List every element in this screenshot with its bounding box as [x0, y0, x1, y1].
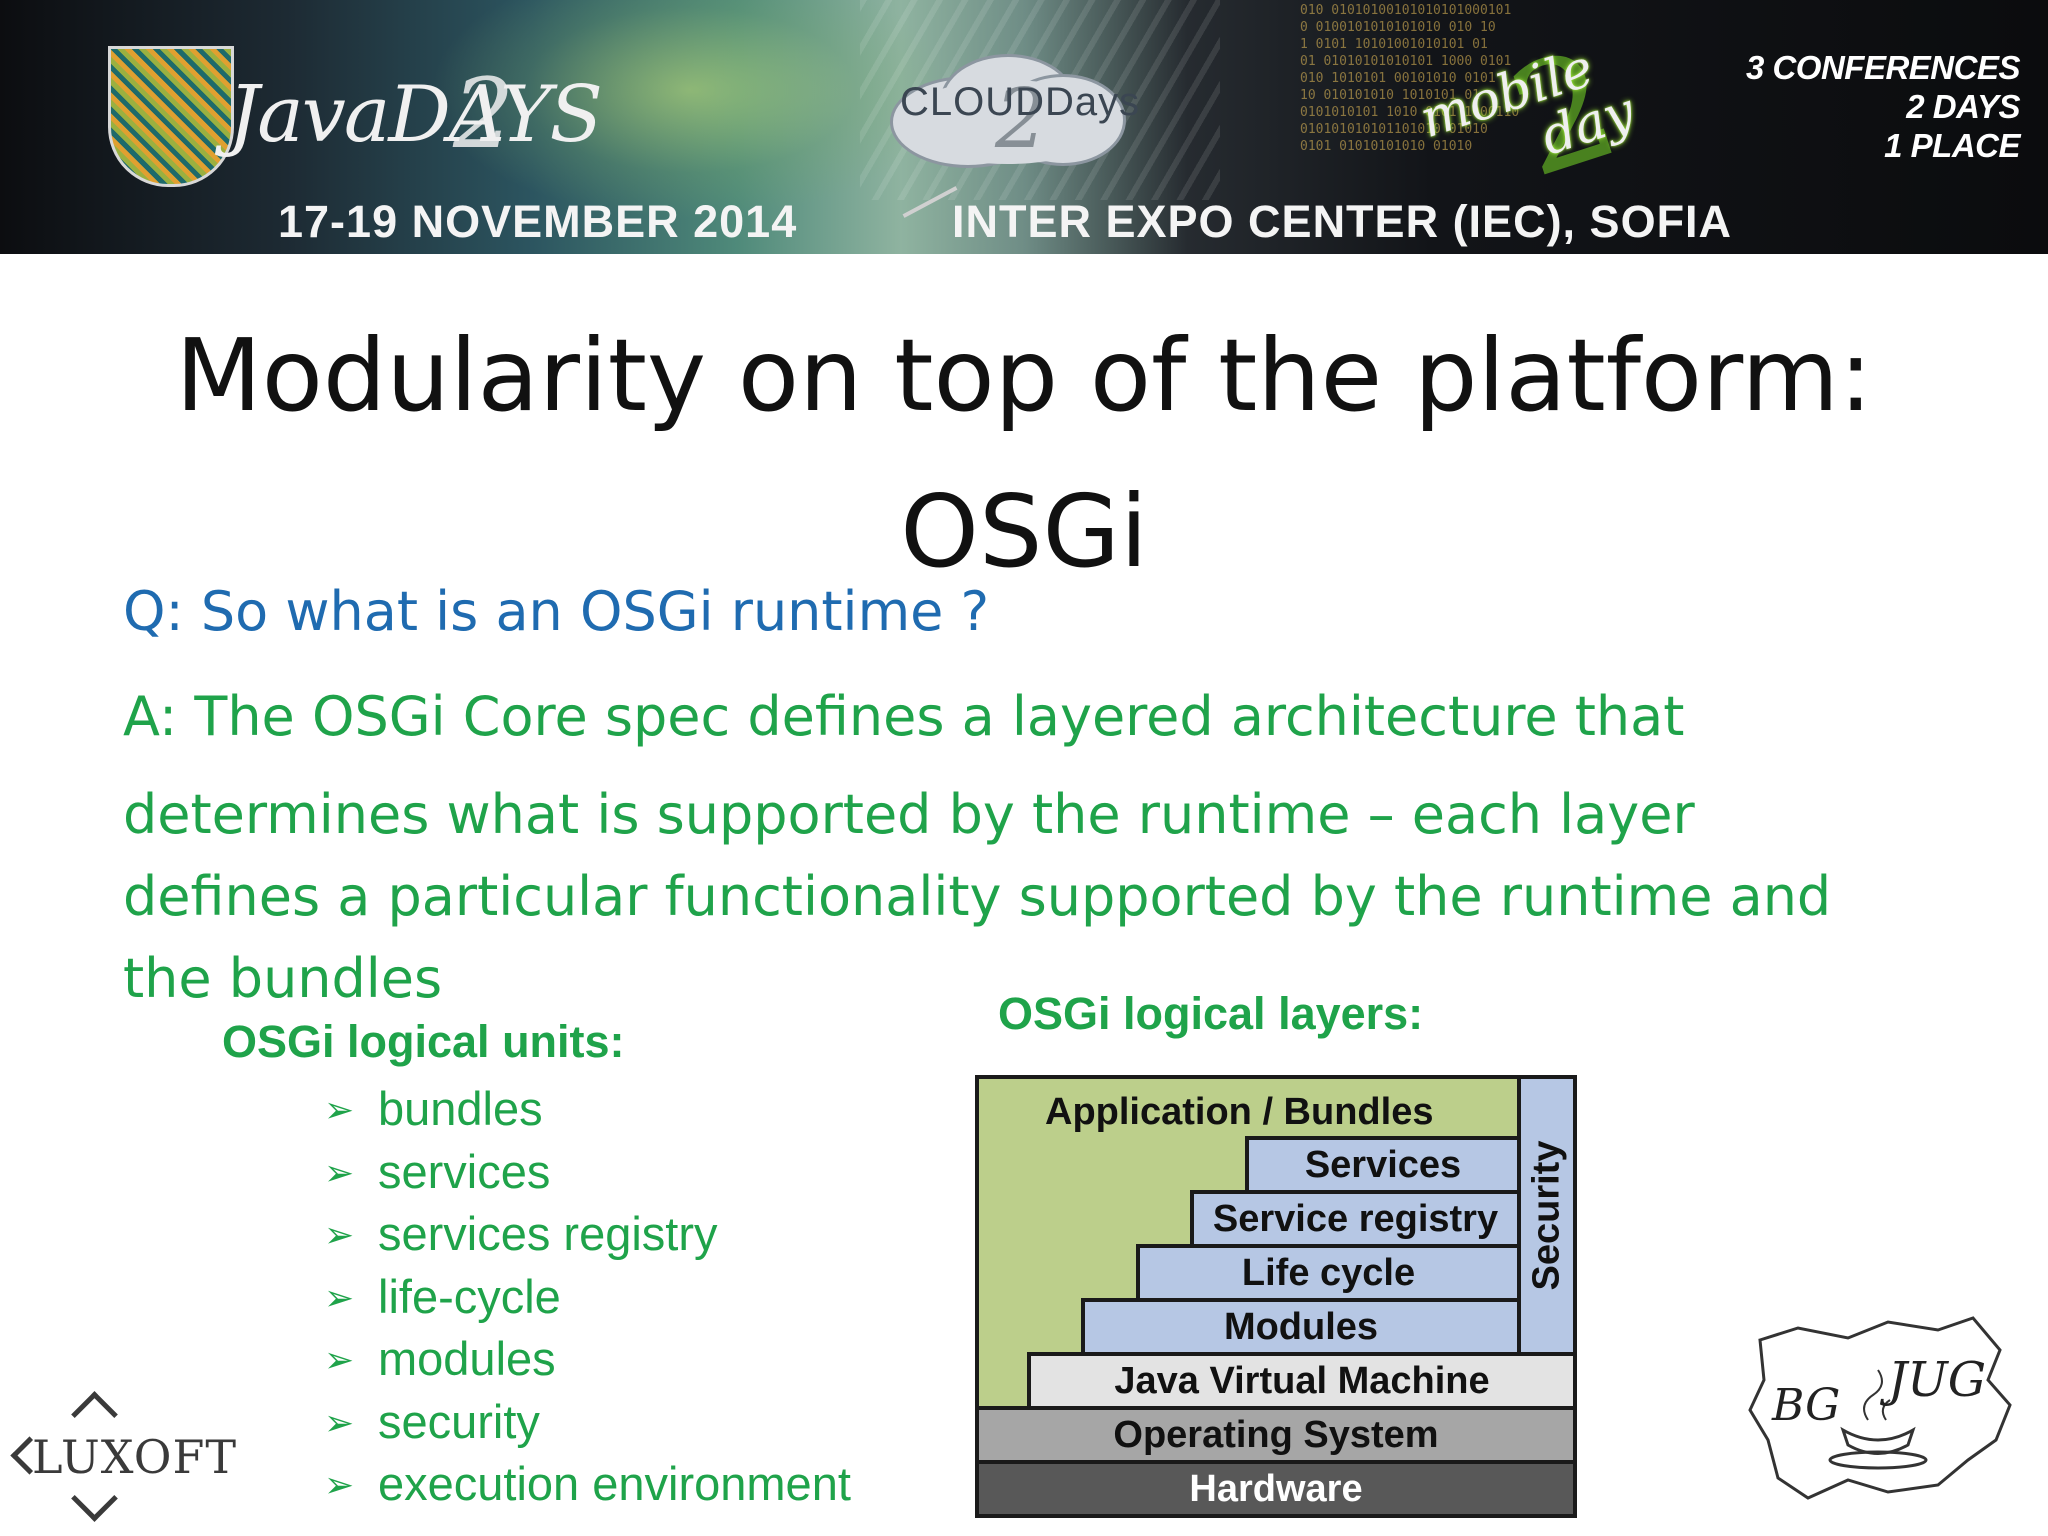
tagline-days: 2 DAYS [1906, 88, 2020, 125]
layer-application-label: Application / Bundles [1045, 1091, 1434, 1133]
list-item: ➢ life-cycle [324, 1266, 851, 1329]
list-item-label: security [378, 1394, 540, 1448]
list-item: ➢ security [324, 1391, 851, 1454]
list-item: ➢ services [324, 1141, 851, 1204]
bgjug-jug-text: JUG [1888, 1352, 1987, 1408]
list-item: ➢ execution environment [324, 1453, 851, 1516]
arrow-bullet-icon: ➢ [324, 1401, 355, 1443]
layer-security: Security [1517, 1075, 1577, 1356]
layer-security-label: Security [1525, 1140, 1568, 1291]
arrow-bullet-icon: ➢ [324, 1089, 355, 1130]
layer-modules: Modules [1081, 1298, 1521, 1356]
banner-venue: INTER EXPO CENTER (IEC), SOFIA [952, 196, 1733, 247]
java-days-two: 2 [453, 58, 515, 170]
question-text: Q: So what is an OSGi runtime ? [123, 580, 990, 643]
cloud-days-two: 2 [995, 72, 1048, 167]
list-item: ➢ modules [324, 1328, 851, 1391]
layer-jvm-label: Java Virtual Machine [1114, 1359, 1490, 1402]
slide-title-line-1: Modularity on top of the platform: [175, 317, 1873, 434]
layer-life-cycle-label: Life cycle [1241, 1251, 1416, 1294]
list-item-label: bundles [378, 1082, 543, 1135]
units-heading: OSGi logical units: [222, 1016, 625, 1067]
luxoft-logo: LUXOFT [10, 1390, 254, 1522]
answer-line-4: the bundles [123, 947, 443, 1010]
list-item-label: services [378, 1144, 551, 1198]
layer-jvm: Java Virtual Machine [1027, 1352, 1577, 1410]
layer-service-registry: Service registry [1190, 1190, 1521, 1248]
answer-line-2: determines what is supported by the runt… [123, 783, 1695, 846]
bgjug-logo: BG JUG [1738, 1310, 2018, 1510]
java-days-wordmark: JavaDAYS [228, 70, 603, 160]
layer-hardware: Hardware [975, 1460, 1577, 1518]
bgjug-bg-text: BG [1772, 1380, 1841, 1431]
conference-tagline: 3 CONFERENCES 2 DAYS 1 PLACE [1745, 48, 2021, 165]
luxoft-wordmark: LUXOFT [32, 1430, 238, 1484]
list-item: ➢ services registry [324, 1203, 851, 1266]
banner-binary-pattern: 010 01010100101010101000101 0 0100101010… [1300, 3, 1520, 154]
arrow-bullet-icon: ➢ [324, 1151, 355, 1193]
list-item: ➢ bundles [324, 1078, 851, 1141]
cloud-days-wordmark: CLOUDDays [900, 80, 1141, 124]
layer-life-cycle: Life cycle [1136, 1244, 1521, 1302]
layer-operating-system: Operating System [975, 1406, 1577, 1464]
java-days-logo: JavaDAYS 2 [108, 40, 648, 190]
layer-services: Services [1245, 1136, 1521, 1194]
cloud-days-logo: 2 CLOUDDays [880, 50, 1139, 170]
arrow-bullet-icon: ➢ [324, 1276, 355, 1318]
list-item-label: services registry [378, 1207, 718, 1260]
tagline-conferences: 3 CONFERENCES [1745, 49, 2021, 86]
list-item-label: execution environment [378, 1457, 851, 1510]
arrow-bullet-icon: ➢ [324, 1464, 355, 1505]
layer-hardware-label: Hardware [1189, 1467, 1363, 1510]
layer-services-label: Services [1304, 1143, 1462, 1186]
arrow-bullet-icon: ➢ [324, 1214, 355, 1255]
answer-line-3: defines a particular functionality suppo… [123, 865, 1832, 928]
slide-title-line-2: OSGi [900, 473, 1148, 590]
slide-title: Modularity on top of the platform: OSGi [0, 298, 2048, 610]
banner-glow [430, 0, 950, 220]
banner-date: 17-19 NOVEMBER 2014 [278, 196, 798, 247]
layer-modules-label: Modules [1223, 1305, 1379, 1348]
arrow-bullet-icon: ➢ [324, 1339, 355, 1380]
units-list: ➢ bundles ➢ services ➢ services registry ➢ l… [324, 1078, 851, 1516]
tagline-place: 1 PLACE [1884, 127, 2020, 164]
list-item-label: life-cycle [378, 1269, 561, 1323]
osgi-layers-diagram: Application / Bundles Services Service r… [975, 1075, 1577, 1523]
java-days-shield-icon [108, 46, 234, 187]
list-item-label: modules [378, 1332, 556, 1385]
conference-banner: 010 01010100101010101000101 0 0100101010… [0, 0, 2048, 254]
layers-heading: OSGi logical layers: [998, 988, 1424, 1039]
layer-service-registry-label: Service registry [1212, 1197, 1499, 1240]
layer-os-label: Operating System [1113, 1413, 1439, 1456]
answer-text: A: The OSGi Core spec defines a layered … [123, 676, 1983, 1020]
answer-line-1: A: The OSGi Core spec defines a layered … [123, 685, 1685, 748]
bulgaria-map-icon [1748, 1316, 2012, 1500]
